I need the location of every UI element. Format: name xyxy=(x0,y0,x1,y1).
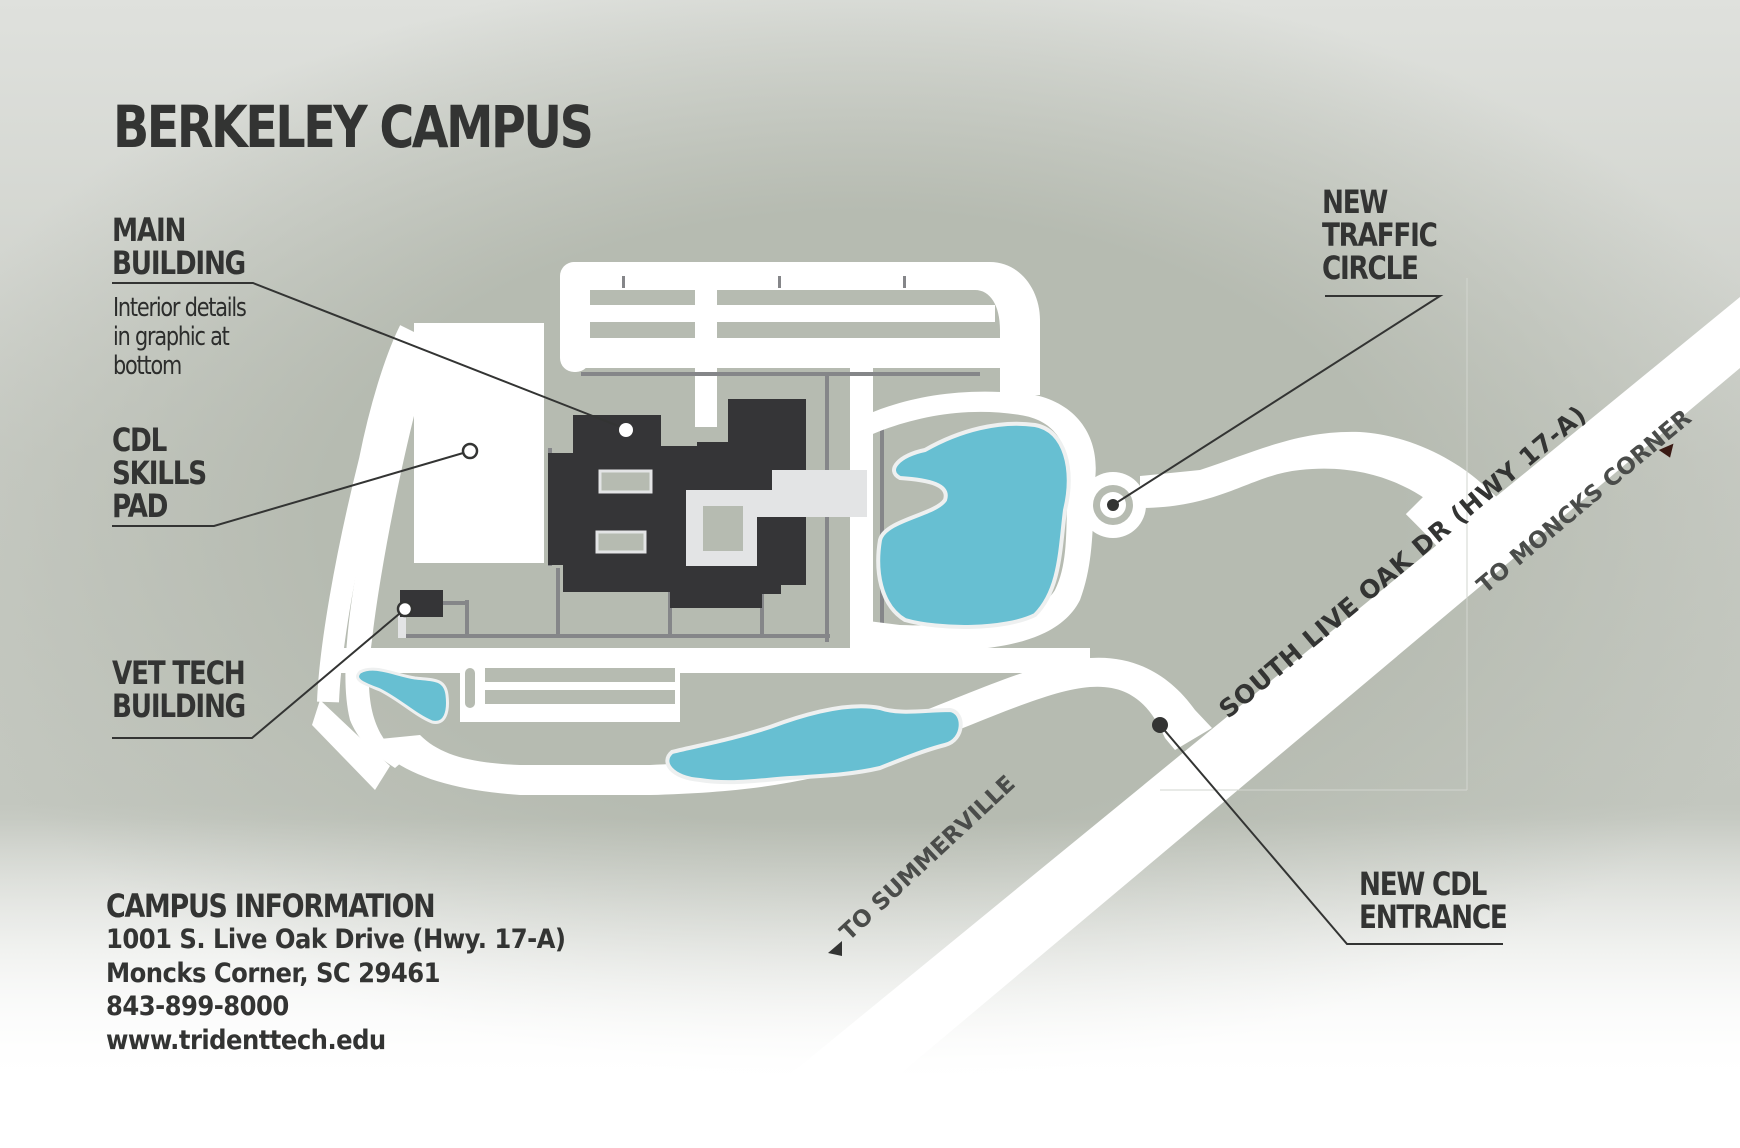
pond-large xyxy=(876,421,1071,629)
new-traffic-circle-label[interactable]: NEW TRAFFIC CIRCLE xyxy=(1322,183,1438,287)
traffic-circle-marker[interactable] xyxy=(1107,499,1119,511)
new-cdl-entrance-label[interactable]: NEW CDL ENTRANCE xyxy=(1359,865,1508,936)
pond-loop-road[interactable] xyxy=(855,391,1096,651)
campus-main-road[interactable] xyxy=(330,648,1090,673)
campus-info-block: CAMPUS INFORMATION 1001 S. Live Oak Driv… xyxy=(106,887,617,1057)
traffic-circle-label-line1: NEW xyxy=(1322,183,1388,221)
campus-phone[interactable]: 843-899-8000 xyxy=(106,991,289,1022)
note-line: in graphic at xyxy=(113,322,230,352)
cdl-entrance-label-line1: NEW CDL xyxy=(1359,865,1487,903)
main-building-marker[interactable] xyxy=(619,423,633,437)
arrow-to-moncks-corner-icon xyxy=(1658,443,1674,458)
pond-south xyxy=(665,704,963,785)
traffic-circle-connector-road[interactable] xyxy=(1140,431,1500,525)
cdl-entrance-road[interactable] xyxy=(370,657,1212,795)
main-building-note: Interior details in graphic at bottom xyxy=(113,293,247,381)
main-building-label-line2: BUILDING xyxy=(112,244,246,282)
north-parking-lot[interactable] xyxy=(561,262,1040,395)
traffic-circle-label-line3: CIRCLE xyxy=(1322,249,1419,287)
note-line: Interior details xyxy=(113,293,247,323)
cdl-skills-pad[interactable] xyxy=(414,323,544,563)
campus-info-heading: CAMPUS INFORMATION xyxy=(106,887,436,925)
cdl-entrance-marker[interactable] xyxy=(1152,717,1168,733)
page-title: BERKELEY CAMPUS xyxy=(113,93,594,161)
traffic-circle-label-line2: TRAFFIC xyxy=(1322,216,1438,254)
cdl-label-line3: PAD xyxy=(112,487,168,525)
vet-tech-building-label[interactable]: VET TECH BUILDING xyxy=(112,654,246,725)
campus-address: 1001 S. Live Oak Drive (Hwy. 17-A) xyxy=(106,924,566,955)
cdl-label-line1: CDL xyxy=(112,421,167,459)
note-line: bottom xyxy=(113,351,182,381)
cdl-entrance-label-line2: ENTRANCE xyxy=(1359,898,1508,936)
pond-small-west xyxy=(356,667,449,724)
vet-tech-building-marker[interactable] xyxy=(396,600,414,618)
campus-website-link[interactable]: www.tridenttech.edu xyxy=(106,1024,386,1056)
main-building-label[interactable]: MAIN BUILDING xyxy=(112,211,246,282)
main-building-label-line1: MAIN xyxy=(112,211,186,249)
cdl-skills-pad-label[interactable]: CDL SKILLS PAD xyxy=(112,421,207,525)
cdl-skills-pad-marker[interactable] xyxy=(461,442,479,460)
courtyard-2 xyxy=(595,530,647,554)
courtyard-1 xyxy=(598,469,653,494)
callout-leaders xyxy=(112,282,1503,945)
cdl-label-line2: SKILLS xyxy=(112,454,207,492)
campus-city: Moncks Corner, SC 29461 xyxy=(106,957,441,989)
vet-tech-label-line2: BUILDING xyxy=(112,687,246,725)
vet-tech-label-line1: VET TECH xyxy=(112,654,246,692)
arrow-to-summerville-icon xyxy=(828,941,842,956)
